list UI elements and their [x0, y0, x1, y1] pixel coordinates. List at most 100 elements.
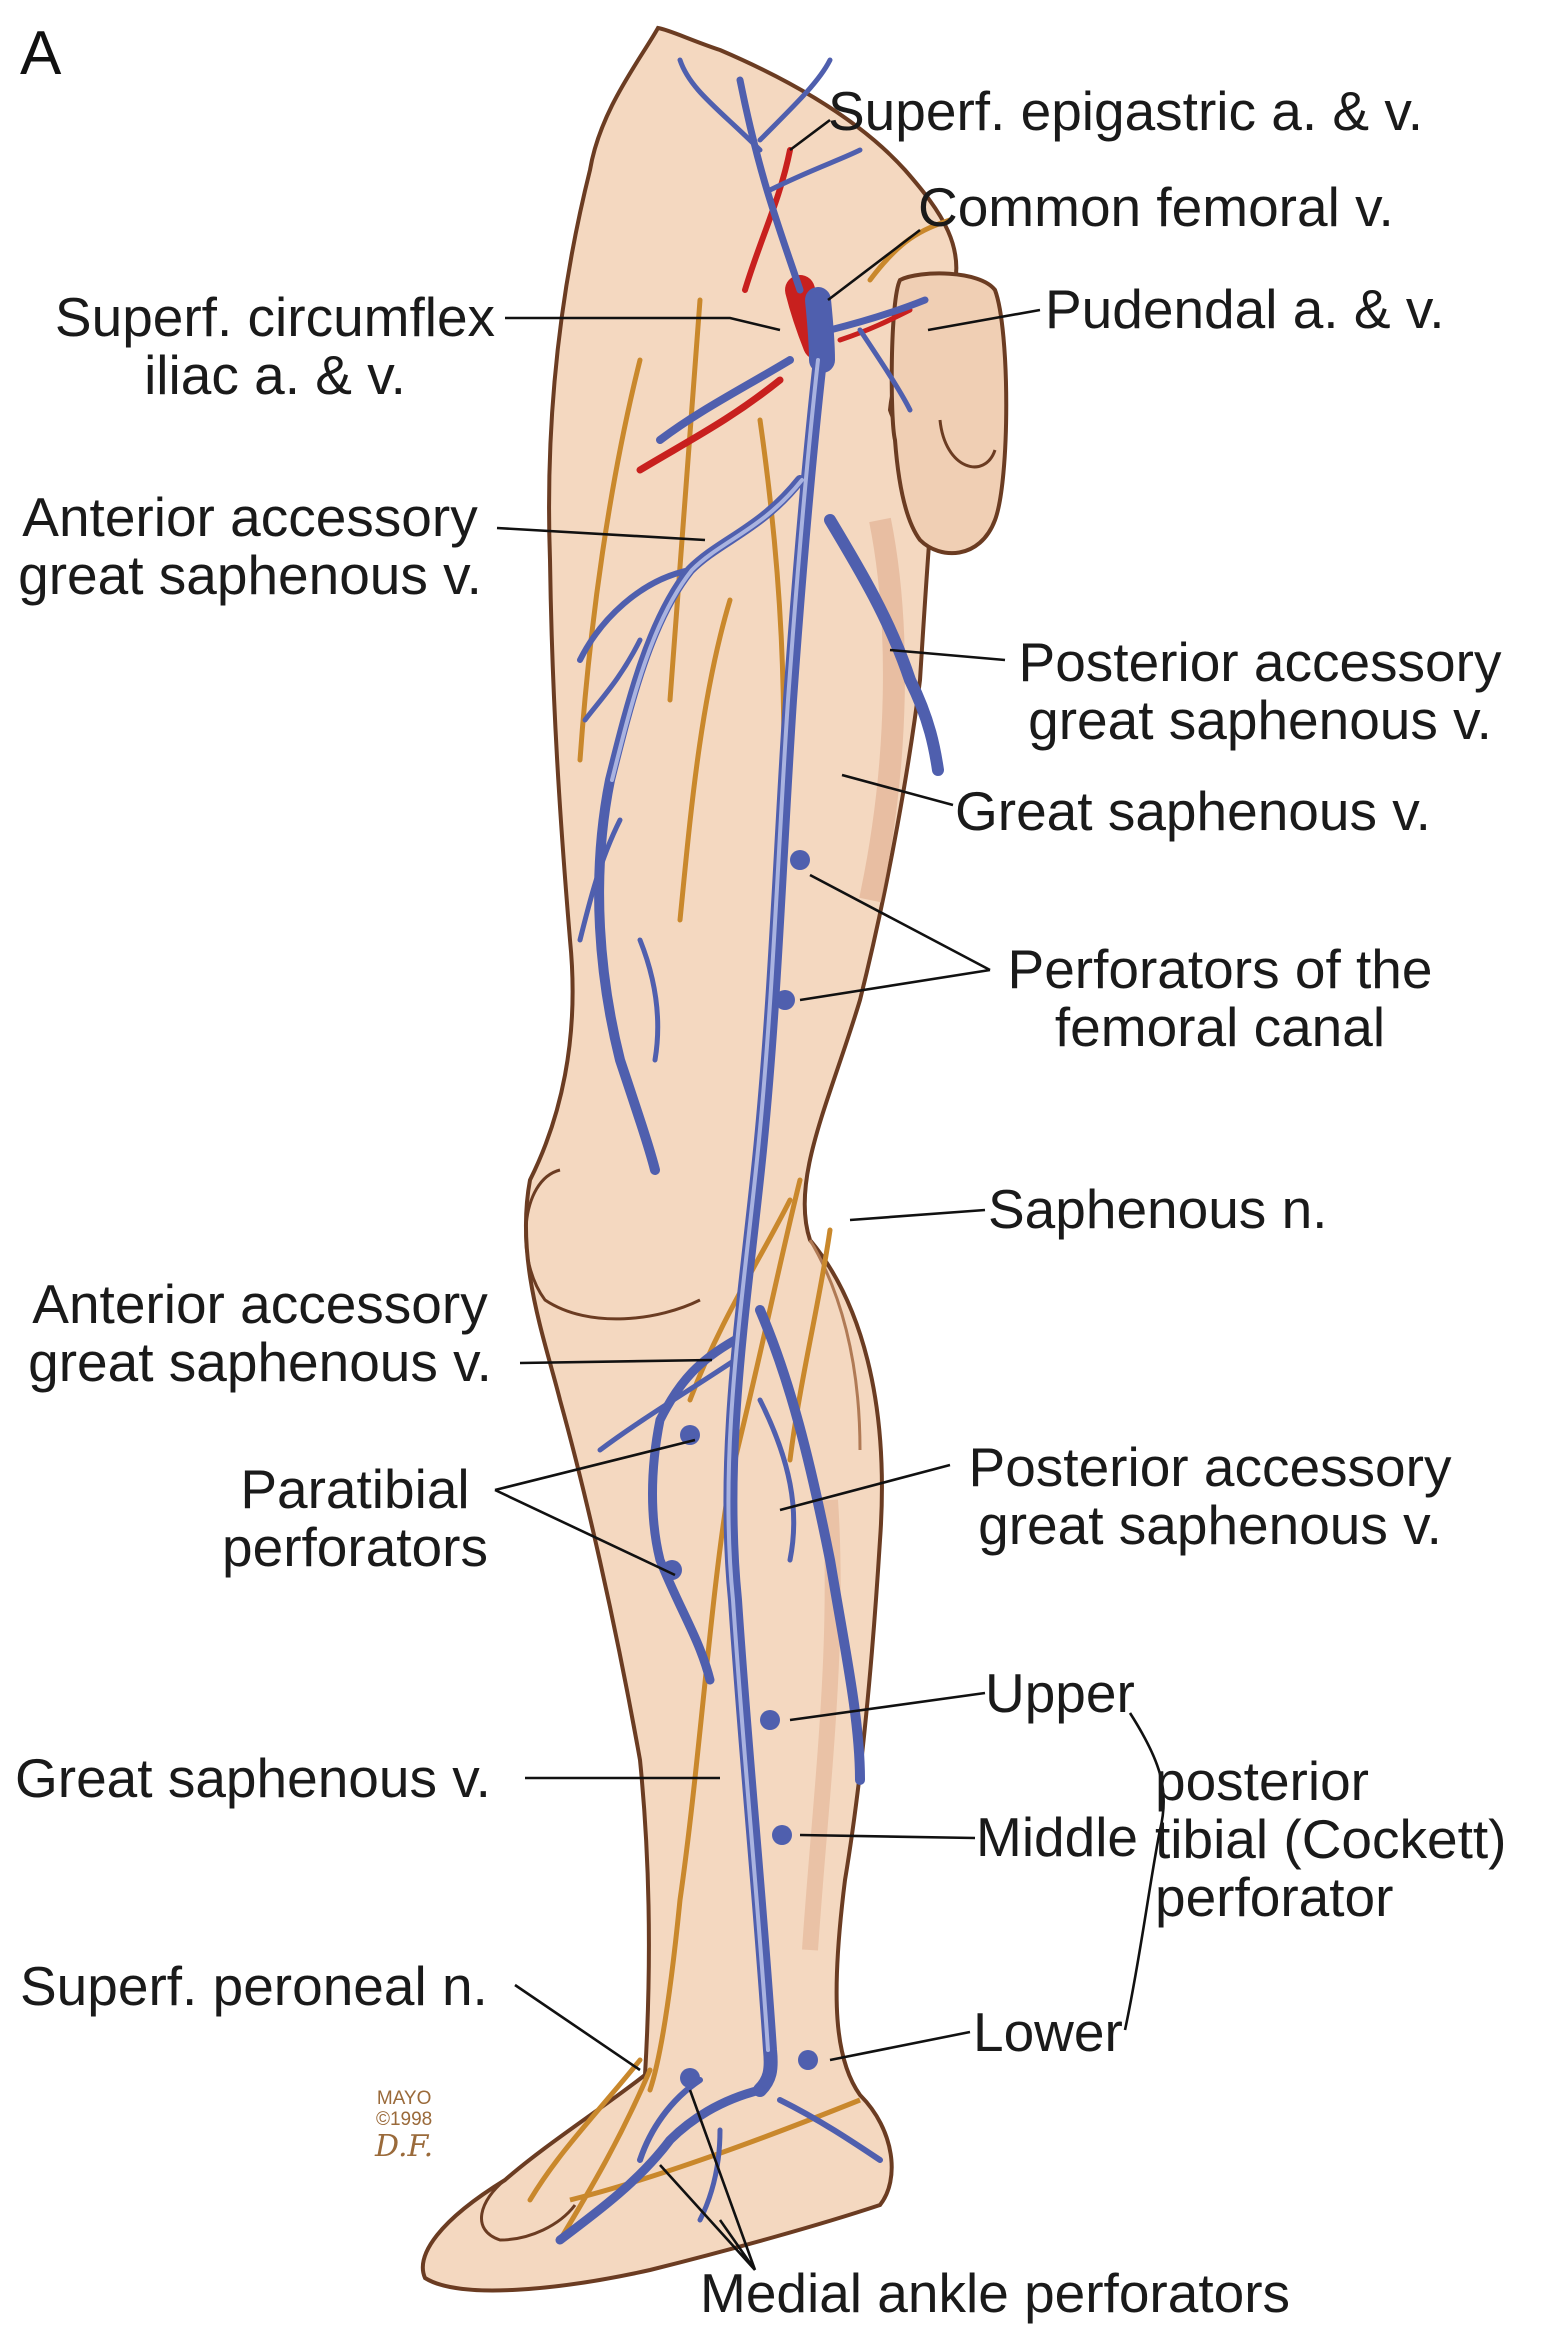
posterior-accessory-vein-upper: [824, 514, 944, 776]
label-line: iliac a. & v.: [144, 344, 406, 406]
nerve-branch: [557, 2067, 653, 2243]
leader-lines: [494, 118, 1166, 2271]
label-line: Anterior accessory: [22, 486, 478, 548]
label-ant-accessory-upper: Anterior accessory great saphenous v.: [5, 488, 495, 604]
perforator-femoral-upper: [790, 850, 810, 870]
label-upper: Upper: [985, 1662, 1135, 1724]
label-ant-accessory-lower: Anterior accessory great saphenous v.: [15, 1275, 505, 1391]
leader-great-saphenous-upper: [841, 773, 954, 807]
vein-branch: [857, 327, 913, 413]
label-line: femoral canal: [1054, 996, 1386, 1058]
leader-paratibial: [494, 1438, 696, 1577]
vein-branch: [777, 2097, 883, 2163]
leader-ant-accessory-upper: [496, 526, 706, 542]
superf-circumflex-vein: [656, 356, 794, 444]
vein-branch: [577, 567, 693, 663]
leader-upper: [789, 1691, 986, 1722]
label-post-accessory-lower: Posterior accessory great saphenous v.: [955, 1438, 1465, 1554]
label-medial-ankle: Medial ankle perforators: [700, 2262, 1291, 2324]
label-line: Posterior accessory: [968, 1436, 1452, 1498]
label-perforators-femoral: Perforators of the femoral canal: [990, 940, 1450, 1056]
label-line: Anterior accessory: [32, 1273, 488, 1335]
vein-branch: [577, 817, 623, 943]
nerve-branch: [667, 297, 703, 703]
leader-lower: [829, 2030, 971, 2062]
thigh-shading: [859, 517, 905, 903]
panel-label: A: [20, 19, 62, 88]
leader-post-accessory-upper: [889, 648, 1006, 662]
vein-highlights: [610, 358, 820, 2052]
vein-branch: [757, 57, 833, 143]
vein-branch: [757, 1397, 797, 1563]
superf-epigastric-artery: [742, 147, 793, 293]
posterior-accessory-vein-lower: [755, 1305, 865, 1785]
label-superf-peroneal: Superf. peroneal n.: [20, 1955, 488, 2017]
label-cockett: posterior tibial (Cockett) perforator: [1155, 1752, 1506, 1926]
label-line: perforator: [1155, 1866, 1394, 1928]
vein-branch: [637, 937, 661, 1063]
superf-circumflex-artery: [636, 376, 784, 474]
label-saphenous-n: Saphenous n.: [988, 1178, 1328, 1240]
label-line: great saphenous v.: [1028, 689, 1492, 751]
label-superf-circumflex: Superf. circumflex iliac a. & v.: [40, 288, 510, 404]
perforator-ankle: [680, 2068, 700, 2088]
label-paratibial: Paratibial perforators: [205, 1460, 505, 1576]
label-pudendal: Pudendal a. & v.: [1045, 278, 1445, 340]
knee-contour: [524, 1168, 701, 1321]
leader-middle: [799, 1833, 976, 1840]
leader-saphenous-n: [849, 1208, 986, 1222]
anterior-accessory-vein-lower: [648, 1335, 740, 1685]
label-line: great saphenous v.: [978, 1494, 1442, 1556]
leader-superf-epigastric: [789, 118, 831, 152]
leader-ant-accessory-lower: [519, 1358, 713, 1365]
perforator-femoral-lower: [775, 990, 795, 1010]
genital-outline: [889, 271, 1009, 555]
signature-line: MAYO: [376, 2088, 432, 2109]
label-line: Paratibial: [240, 1458, 470, 1520]
signature-initials: D.F.: [375, 2129, 434, 2164]
label-line: perforators: [222, 1516, 488, 1578]
bracket-cockett: [1123, 1712, 1166, 2031]
label-line: great saphenous v.: [28, 1331, 492, 1393]
label-superf-epigastric: Superf. epigastric a. & v.: [828, 80, 1424, 142]
label-line: Superf. circumflex: [54, 286, 496, 348]
leader-superf-peroneal: [514, 1983, 641, 2072]
pudendal-artery: [837, 307, 913, 343]
artist-signature: MAYO ©1998 D.F.: [375, 2088, 433, 2164]
vein-branch: [582, 637, 643, 723]
saphenous-nerve-branch: [787, 1227, 833, 1463]
leader-superf-circumflex: [505, 316, 781, 332]
nerve-branch: [677, 597, 733, 923]
label-post-accessory-upper: Posterior accessory great saphenous v.: [1005, 633, 1515, 749]
perforator-paratibial-lower: [662, 1560, 682, 1580]
vein-branch: [767, 147, 863, 193]
calf-contour: [808, 1239, 862, 1451]
leader-medial-ankle: [659, 2089, 757, 2271]
leader-pudendal: [927, 308, 1041, 332]
label-great-saphenous-upper: Great saphenous v.: [955, 780, 1431, 842]
leader-common-femoral: [827, 228, 921, 302]
leader-post-accessory-lower: [779, 1463, 951, 1512]
signature-line: ©1998: [375, 2109, 433, 2130]
label-common-femoral: Common femoral v.: [918, 176, 1394, 238]
label-line: posterior: [1155, 1750, 1369, 1812]
label-line: tibial (Cockett): [1155, 1808, 1507, 1870]
superf-epigastric-vein: [736, 76, 804, 294]
pudendal-vein: [826, 296, 929, 334]
label-lower: Lower: [973, 2001, 1123, 2063]
label-great-saphenous-lower: Great saphenous v.: [15, 1747, 491, 1809]
nerve-branch: [577, 357, 643, 763]
perforator-cockett-upper: [760, 1710, 780, 1730]
leader-perforators-femoral: [799, 873, 991, 1002]
vein-branch: [597, 1357, 738, 1453]
perforator-cockett-lower: [798, 2050, 818, 2070]
superf-peroneal-nerve: [527, 2057, 643, 2203]
label-line: great saphenous v.: [18, 544, 482, 606]
perforators: [662, 850, 818, 2088]
perforator-cockett-middle: [772, 1825, 792, 1845]
vein-branch: [677, 57, 763, 153]
label-line: Perforators of the: [1007, 938, 1433, 1000]
vein-highlight: [726, 358, 820, 2052]
